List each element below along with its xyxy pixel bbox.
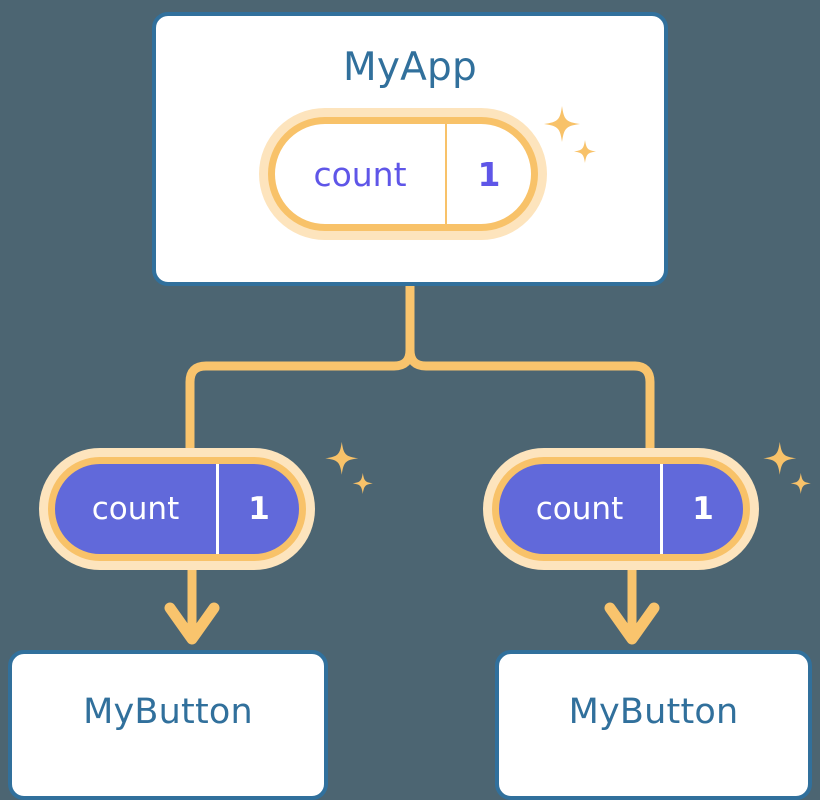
state-pill-value: 1 bbox=[692, 491, 714, 527]
four-point-star-icon bbox=[763, 441, 797, 475]
state-pill-key: count bbox=[499, 464, 663, 554]
state-pill-key: count bbox=[275, 124, 447, 224]
arrow-down-icon-right bbox=[604, 565, 660, 645]
state-pill-myapp[interactable]: count 1 bbox=[268, 117, 538, 231]
sparkle-badge-child-left bbox=[325, 441, 373, 494]
arrow-down-icon-left bbox=[164, 565, 220, 645]
component-card-mybutton-left[interactable]: MyButton bbox=[8, 650, 328, 800]
state-pill-child-right[interactable]: count 1 bbox=[492, 457, 750, 561]
page-title: MyApp bbox=[343, 45, 477, 90]
state-pill-key: count bbox=[55, 464, 219, 554]
four-point-star-small-icon bbox=[790, 472, 811, 494]
state-pill-value: 1 bbox=[477, 154, 501, 194]
component-card-title: MyButton bbox=[83, 692, 253, 732]
component-card-title: MyButton bbox=[568, 692, 739, 732]
connector-root-to-left-child bbox=[185, 281, 415, 457]
four-point-star-small-icon bbox=[352, 472, 373, 494]
connector-root-to-right-child bbox=[405, 281, 655, 457]
diagram-canvas: MyApp count 1 count 1 count 1 MyButt bbox=[8, 12, 812, 800]
state-pill-value: 1 bbox=[248, 491, 270, 527]
sparkle-badge-child-right bbox=[763, 441, 811, 494]
four-point-star-icon bbox=[325, 441, 359, 475]
component-card-mybutton-right[interactable]: MyButton bbox=[495, 650, 812, 800]
state-pill-child-left[interactable]: count 1 bbox=[48, 457, 306, 561]
